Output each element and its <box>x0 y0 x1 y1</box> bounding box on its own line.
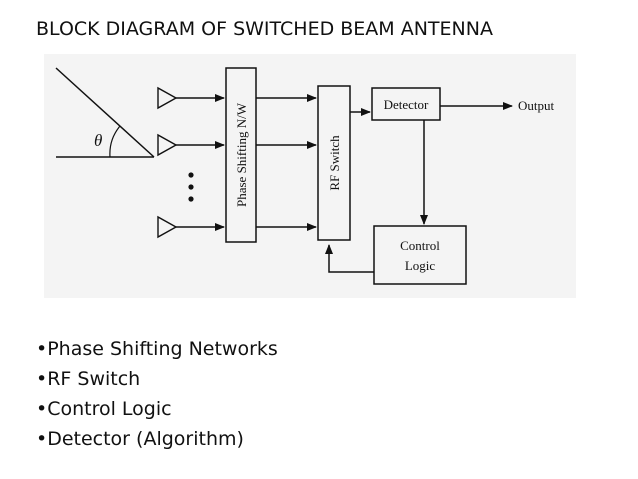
bullet-list: •Phase Shifting Networks •RF Switch •Con… <box>36 334 278 454</box>
bullet-phase-shifting: •Phase Shifting Networks <box>36 338 278 360</box>
antenna-ellipsis <box>188 172 194 202</box>
slide-title: BLOCK DIAGRAM OF SWITCHED BEAM ANTENNA <box>36 18 493 40</box>
antenna-element-3 <box>157 215 225 239</box>
antenna-3-triangle <box>157 215 178 239</box>
block-diagram: θ Phase Shifting N/W <box>44 54 576 298</box>
bullet-rf-switch: •RF Switch <box>36 368 141 390</box>
angle-arc <box>109 125 121 158</box>
rf-switch-label: RF Switch <box>327 135 342 191</box>
bullet-detector: •Detector (Algorithm) <box>36 428 244 450</box>
detector-label: Detector <box>384 97 429 112</box>
phase-shifting-label: Phase Shifting N/W <box>234 102 249 207</box>
phase-shifting-block: Phase Shifting N/W <box>225 67 257 243</box>
antenna-element-1 <box>157 86 225 110</box>
control-label-line2: Logic <box>405 258 436 273</box>
antenna-2-triangle <box>157 133 178 157</box>
angle-label: θ <box>94 131 102 150</box>
detector-block: Detector <box>371 87 441 121</box>
control-logic-box <box>373 225 467 285</box>
incident-ray-line <box>55 67 155 158</box>
ellipsis-dot-3 <box>188 196 194 202</box>
detector-box <box>371 87 441 121</box>
ellipsis-dot-1 <box>188 172 194 178</box>
ellipsis-dot-2 <box>188 184 194 190</box>
block-diagram-svg: θ Phase Shifting N/W <box>55 67 555 285</box>
output-label: Output <box>518 98 555 113</box>
rf-switch-box <box>317 85 351 241</box>
antenna-1-triangle <box>157 86 178 110</box>
control-feedback-arrow <box>325 244 374 273</box>
bullet-control-logic: •Control Logic <box>36 398 172 420</box>
phase-shifting-box <box>225 67 257 243</box>
control-logic-block: Control Logic <box>373 225 467 285</box>
antenna-element-2 <box>157 133 225 157</box>
incident-wave: θ <box>55 67 155 158</box>
rf-switch-block: RF Switch <box>317 85 351 241</box>
control-label-line1: Control <box>400 238 440 253</box>
